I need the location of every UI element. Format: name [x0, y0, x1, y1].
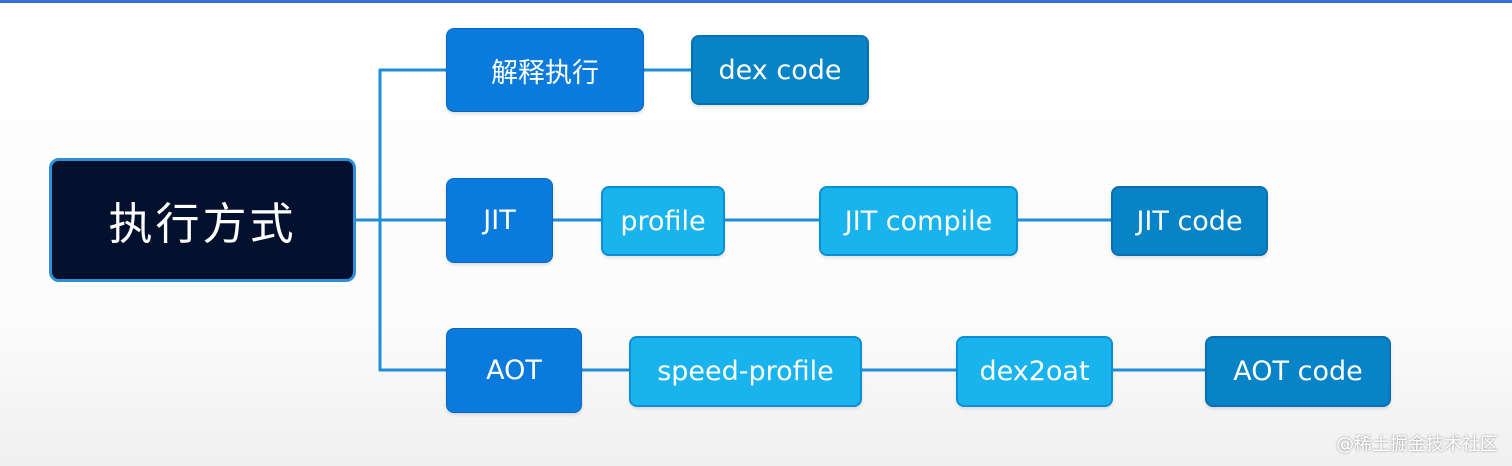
dex-code-label: dex code	[718, 54, 842, 86]
watermark-text: @稀土掘金技术社区	[1336, 434, 1498, 455]
jit-compile-label: JIT compile	[844, 205, 993, 237]
speed-profile-label: speed-profile	[657, 356, 834, 387]
branch-aot-label: AOT	[486, 355, 542, 386]
dex-code-node: dex code	[691, 35, 869, 105]
branch-jit-label: JIT	[483, 205, 516, 236]
speed-profile-node: speed-profile	[629, 336, 862, 407]
jit-code-label: JIT code	[1136, 205, 1243, 237]
branch-aot-node: AOT	[446, 328, 582, 413]
branch-interpret-label: 解释执行	[491, 57, 599, 89]
jit-compile-node: JIT compile	[819, 186, 1018, 256]
profile-node: profile	[601, 186, 725, 256]
dex2oat-node: dex2oat	[956, 336, 1113, 407]
root-node: 执行方式	[49, 158, 356, 282]
branch-jit-node: JIT	[446, 178, 553, 263]
jit-code-node: JIT code	[1111, 186, 1268, 256]
top-accent-bar	[0, 0, 1512, 3]
root-label: 执行方式	[108, 199, 297, 250]
profile-label: profile	[620, 205, 706, 237]
aot-code-node: AOT code	[1205, 336, 1391, 407]
dex2oat-label: dex2oat	[979, 356, 1090, 387]
aot-code-label: AOT code	[1233, 356, 1363, 387]
branch-interpret-node: 解释执行	[446, 28, 644, 112]
